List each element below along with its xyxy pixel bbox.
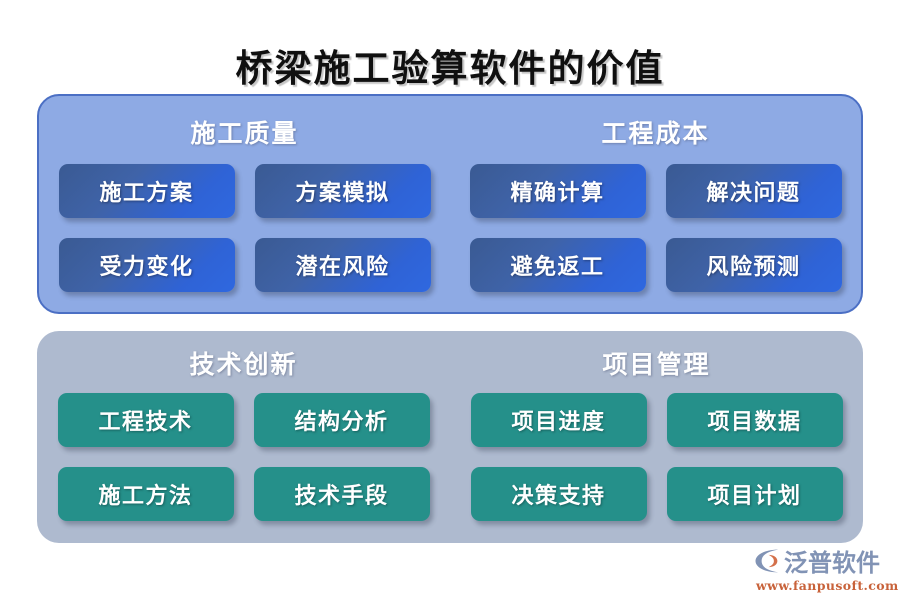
item-box[interactable]: 技术手段	[253, 467, 430, 521]
items-grid-engineering-cost: 精确计算 解决问题 避免返工 风险预测	[450, 164, 861, 292]
section-header-technology-innovation: 技术创新	[189, 350, 298, 379]
items-grid-technology-innovation: 工程技术 结构分析 施工方法 技术手段	[37, 393, 450, 521]
section-construction-quality: 施工质量 施工方案 方案模拟 受力变化 潜在风险	[39, 96, 450, 312]
item-box[interactable]: 方案模拟	[254, 164, 431, 218]
item-box[interactable]: 项目进度	[470, 393, 647, 447]
item-box[interactable]: 施工方法	[57, 467, 234, 521]
items-grid-project-management: 项目进度 项目数据 决策支持 项目计划	[450, 393, 863, 521]
logo-row: 泛普软件	[752, 543, 892, 578]
items-grid-construction-quality: 施工方案 方案模拟 受力变化 潜在风险	[39, 164, 450, 292]
section-header-construction-quality: 施工质量	[190, 119, 299, 148]
item-box[interactable]: 解决问题	[665, 164, 842, 218]
page-title: 桥梁施工验算软件的价值	[235, 46, 665, 90]
item-box[interactable]: 决策支持	[470, 467, 647, 521]
item-box[interactable]: 项目数据	[666, 393, 843, 447]
logo-brand-text: 泛普软件	[784, 548, 880, 577]
panel-construction-quality-and-cost: 施工质量 施工方案 方案模拟 受力变化 潜在风险 工程成本 精确计算 解决问题 …	[37, 94, 863, 314]
section-header-engineering-cost: 工程成本	[601, 119, 710, 148]
item-box[interactable]: 项目计划	[666, 467, 843, 521]
item-box[interactable]: 结构分析	[253, 393, 430, 447]
brand-logo: 泛普软件 www.fanpusoft.com	[752, 543, 899, 593]
section-technology-innovation: 技术创新 工程技术 结构分析 施工方法 技术手段	[37, 331, 450, 543]
item-box[interactable]: 风险预测	[665, 238, 842, 292]
logo-url-text: www.fanpusoft.com	[756, 578, 899, 593]
panel-technology-and-project-management: 技术创新 工程技术 结构分析 施工方法 技术手段 项目管理 项目进度 项目数据 …	[37, 331, 863, 543]
item-box[interactable]: 受力变化	[58, 238, 235, 292]
section-engineering-cost: 工程成本 精确计算 解决问题 避免返工 风险预测	[450, 96, 861, 312]
item-box[interactable]: 施工方案	[58, 164, 235, 218]
item-box[interactable]: 潜在风险	[254, 238, 431, 292]
section-project-management: 项目管理 项目进度 项目数据 决策支持 项目计划	[450, 331, 863, 543]
fanpu-swoosh-icon	[752, 547, 780, 575]
section-header-project-management: 项目管理	[602, 350, 711, 379]
item-box[interactable]: 工程技术	[57, 393, 234, 447]
item-box[interactable]: 避免返工	[469, 238, 646, 292]
item-box[interactable]: 精确计算	[469, 164, 646, 218]
